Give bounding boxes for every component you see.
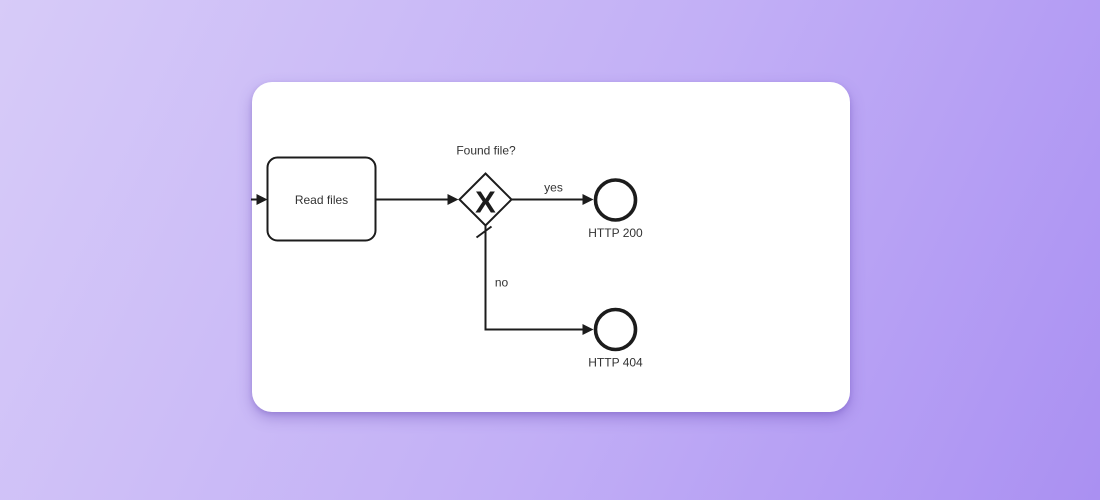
gateway-label: Found file? xyxy=(456,144,516,158)
gateway-found-file[interactable]: X Found file? xyxy=(456,144,516,227)
end-event-http-404-label: HTTP 404 xyxy=(588,356,643,370)
end-event-circle[interactable] xyxy=(593,307,638,352)
diagram-card xyxy=(252,82,850,412)
arrowhead-icon xyxy=(582,324,594,335)
task-to-gateway-edge xyxy=(375,194,459,205)
task-read-files[interactable]: Read files xyxy=(266,156,377,242)
no-flow-line xyxy=(484,225,583,331)
yes-flow-label: yes xyxy=(544,181,563,195)
end-event-http-200-label: HTTP 200 xyxy=(588,226,643,240)
task-label: Read files xyxy=(295,193,348,207)
yes-flow-edge: yes xyxy=(511,181,594,205)
no-flow-label: no xyxy=(495,276,509,290)
no-flow-edge: no xyxy=(475,225,594,335)
arrowhead-icon xyxy=(447,194,459,205)
end-event-http-404[interactable]: HTTP 404 xyxy=(588,307,643,370)
arrowhead-icon xyxy=(256,194,268,205)
incoming-flow-edge xyxy=(251,194,268,205)
end-event-circle[interactable] xyxy=(593,178,638,222)
default-flow-marker-icon xyxy=(475,225,493,239)
end-event-http-200[interactable]: HTTP 200 xyxy=(588,178,643,240)
arrowhead-icon xyxy=(582,194,594,205)
exclusive-gateway-x-icon: X xyxy=(475,184,496,219)
